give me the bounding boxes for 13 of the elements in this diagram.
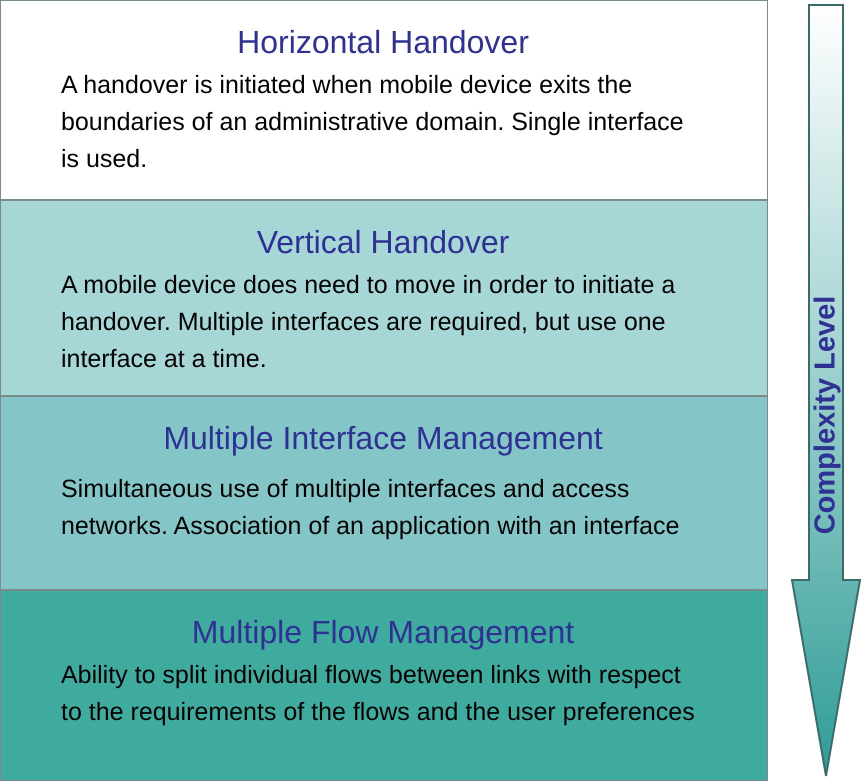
axis-label: Complexity Level (808, 296, 842, 534)
level-band (0, 0, 768, 200)
band-title: Multiple Interface Management (162, 419, 604, 457)
band-description: Simultaneous use of multiple interfaces and access networks. Association of an application with an interface (61, 474, 680, 542)
band-description: A handover is initiated when mobile device exits the boundaries of an administrative domain. Single interface is used. (61, 70, 685, 175)
band-description: A mobile device does need to move in order to initiate a handover. Multiple interfaces are required, but use one interface at a time. (61, 270, 676, 375)
level-band (0, 590, 768, 781)
band-title: Vertical Handover (256, 223, 510, 261)
band-title: Horizontal Handover (236, 23, 530, 61)
level-band (0, 396, 768, 590)
level-band (0, 200, 768, 396)
band-title: Multiple Flow Management (190, 613, 576, 651)
band-description: Ability to split individual flows between links with respect to the requirements of the flows and the user preferences (61, 660, 696, 728)
